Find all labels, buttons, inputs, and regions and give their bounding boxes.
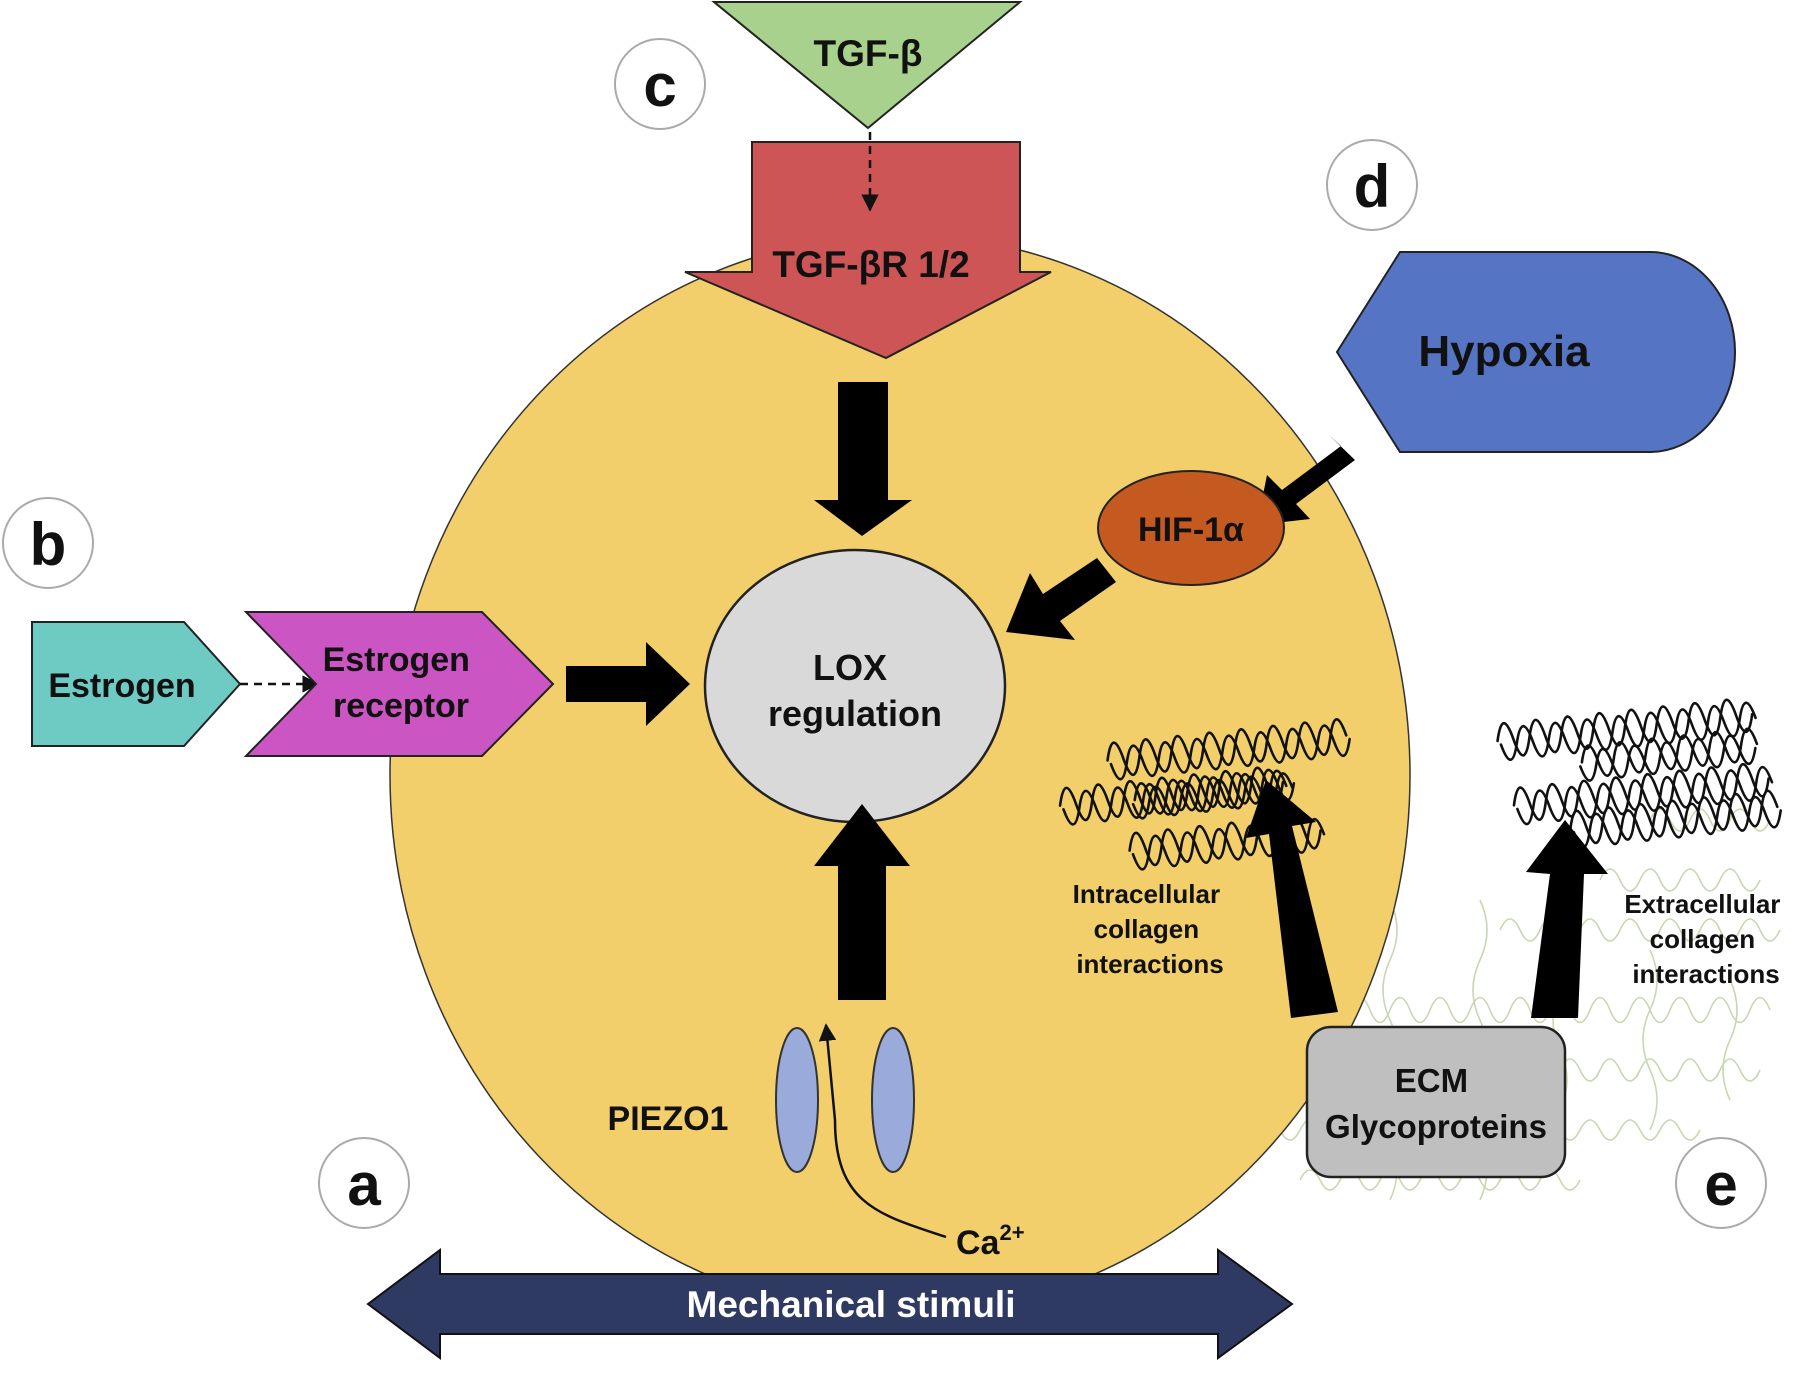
estrogen-receptor-label: Estrogen receptor (323, 641, 480, 725)
tgf-beta-label: TGF-β (814, 33, 923, 74)
arrow-hif-to-lox (1006, 558, 1116, 640)
panel-marker-d: d (1326, 139, 1418, 231)
panel-marker-b: b (2, 497, 94, 589)
hypoxia-node: Hypoxia (1335, 251, 1736, 453)
ecm-line-2: Glycoproteins (1325, 1108, 1547, 1145)
extracellular-line-3: interactions (1632, 959, 1779, 989)
extracellular-collagen-fibers (1496, 698, 1783, 849)
extracellular-line-2: collagen (1650, 924, 1755, 954)
ecm-glycoproteins-node: ECM Glycoproteins (1305, 1025, 1567, 1179)
arrow-estrogen-to-lox (566, 642, 690, 726)
lox-line-1: LOX (813, 647, 887, 688)
tgf-beta-receptor-label: TGF-βR 1/2 (772, 244, 969, 285)
calcium-superscript: 2+ (999, 1220, 1024, 1245)
panel-label-a: a (347, 1151, 381, 1218)
arrow-tgf-to-lox (814, 382, 912, 536)
arrow-hypoxia-to-hif (1257, 435, 1355, 525)
lox-line-2: regulation (768, 693, 942, 734)
panel-label-d: d (1354, 153, 1391, 220)
tgf-beta-node: TGF-β (711, 1, 1023, 130)
arrow-piezo-to-lox (814, 804, 910, 1000)
piezo1-subunit-right (871, 1027, 915, 1173)
panel-marker-e: e (1675, 1137, 1767, 1229)
piezo1-subunit-left (775, 1027, 819, 1173)
intracellular-line-1: Intracellular (1073, 879, 1220, 909)
piezo1-channel (775, 1027, 915, 1173)
lox-regulation-node: LOX regulation (703, 548, 1007, 824)
estrogen-receptor-line-2: receptor (333, 687, 469, 725)
mechanical-stimuli-arrow: Mechanical stimuli (366, 1248, 1294, 1360)
estrogen-receptor-line-1: Estrogen (323, 641, 470, 679)
intracellular-line-3: interactions (1076, 949, 1223, 979)
lox-label: LOX regulation (768, 647, 942, 734)
ecm-label: ECM Glycoproteins (1325, 1062, 1547, 1145)
arrow-ecm-to-extracellular (1526, 820, 1608, 1018)
panel-label-c: c (643, 52, 676, 119)
ecm-line-1: ECM (1395, 1062, 1468, 1099)
piezo1-label: PIEZO1 (608, 1100, 729, 1138)
intracellular-line-2: collagen (1094, 914, 1199, 944)
hif-label: HIF-1α (1138, 511, 1244, 549)
panel-marker-a: a (318, 1137, 410, 1229)
hypoxia-label: Hypoxia (1418, 327, 1590, 376)
mechanical-stimuli-label: Mechanical stimuli (687, 1284, 1016, 1325)
intracellular-label: Intracellular collagen interactions (1073, 879, 1228, 979)
panel-label-e: e (1704, 1151, 1737, 1218)
extracellular-line-1: Extracellular (1624, 889, 1780, 919)
extracellular-label: Extracellular collagen interactions (1624, 889, 1787, 989)
panel-label-b: b (30, 511, 67, 578)
calcium-label: Ca2+ (956, 1220, 1025, 1262)
tgf-beta-receptor-node: TGF-βR 1/2 (684, 141, 1052, 360)
estrogen-receptor-node: Estrogen receptor (243, 611, 555, 757)
estrogen-node: Estrogen (31, 621, 242, 747)
estrogen-label: Estrogen (48, 667, 195, 705)
calcium-base: Ca (956, 1224, 1001, 1262)
hif-node: HIF-1α (1097, 470, 1285, 586)
panel-marker-c: c (614, 38, 706, 130)
arrow-ecm-to-intracellular (1246, 780, 1338, 1018)
calcium-influx-arrow (818, 1023, 947, 1239)
